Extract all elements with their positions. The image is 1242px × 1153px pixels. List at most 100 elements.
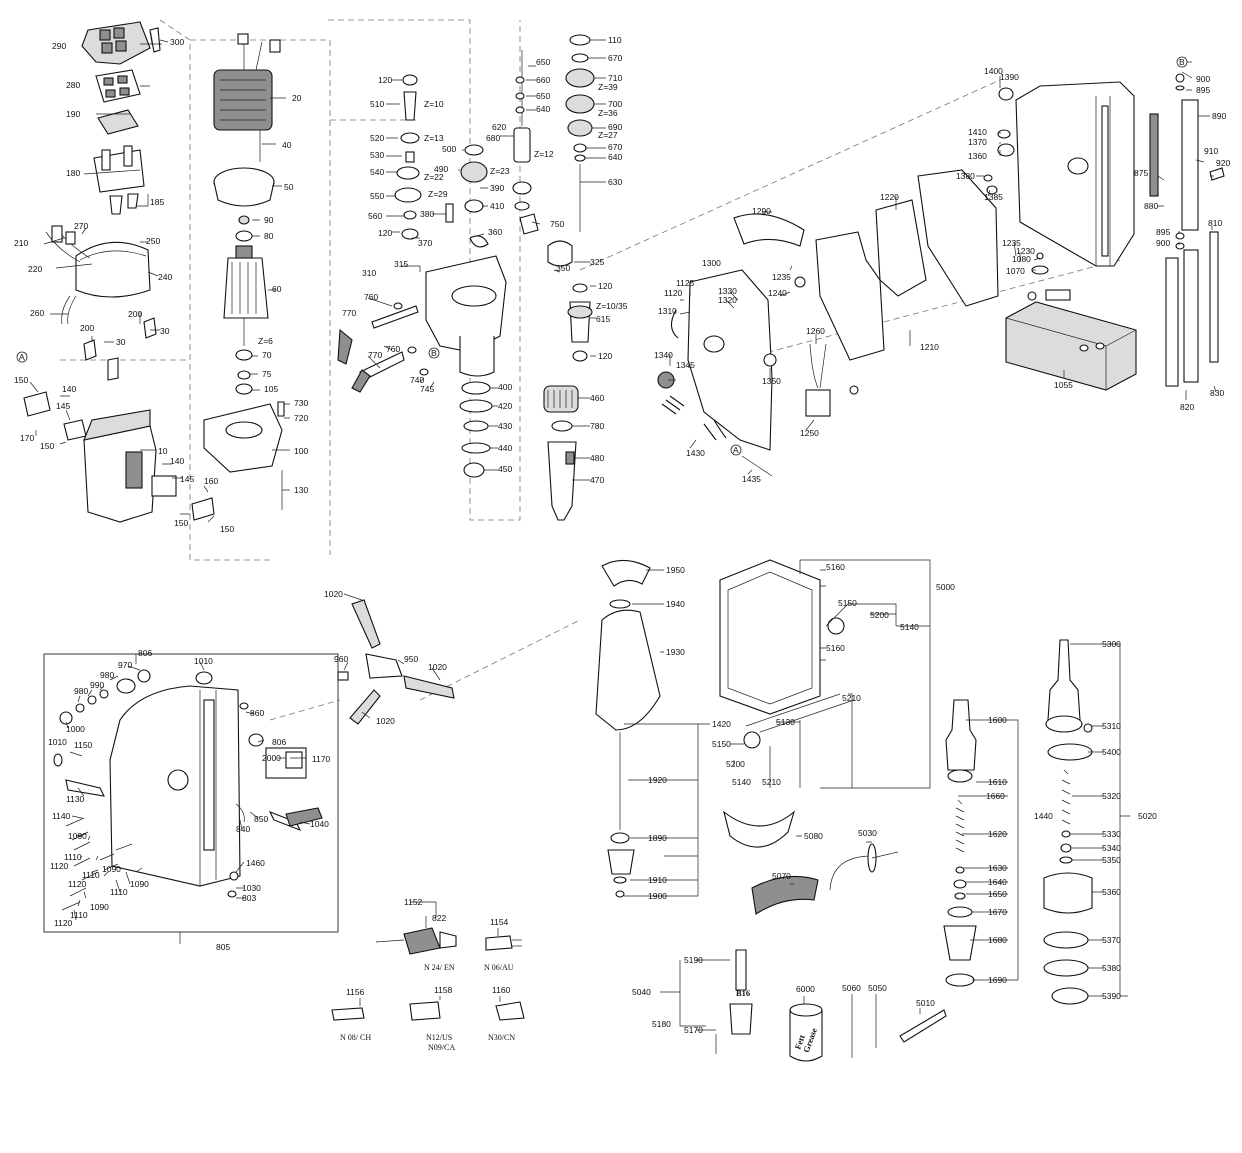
callout-5010: 5010	[916, 998, 935, 1008]
callout-5140a: 5140	[900, 622, 919, 632]
plug-variant-labels: N 24/ EN N 06/AU N 08/ CH N12/US N09/CA …	[340, 963, 515, 1052]
callout-150c: 150	[174, 518, 188, 528]
callout-140b: 140	[170, 456, 184, 466]
callout-1340: 1340	[654, 350, 673, 360]
column-rack-section	[657, 73, 1225, 477]
callout-760b: 760	[386, 344, 400, 354]
tooth-count-60: Z=6	[258, 336, 273, 346]
callout-145a: 145	[56, 401, 70, 411]
coolant-tank-part	[595, 609, 661, 731]
motor-housing-section	[23, 21, 285, 523]
callout-1020a: 1020	[324, 589, 343, 599]
callout-5160a: 5160	[826, 562, 845, 572]
callout-960: 960	[334, 654, 348, 664]
callout-1120: 1120	[664, 288, 683, 298]
callout-120b: 120	[378, 228, 392, 238]
callout-1130: 1130	[66, 794, 85, 804]
callout-680: 680	[486, 133, 500, 143]
callout-1310: 1310	[658, 306, 677, 316]
callout-1640: 1640	[988, 877, 1007, 887]
callout-1120d: 1120	[54, 918, 73, 928]
callout-550: 550	[370, 191, 384, 201]
callout-1152: 1152	[404, 897, 423, 907]
callout-1150: 1150	[74, 740, 93, 750]
callout-1140: 1140	[52, 811, 71, 821]
callout-520: 520	[370, 133, 384, 143]
callout-700: 700	[608, 99, 622, 109]
callout-numbers: 290 300 280 190 180 185 210 270 250 220 …	[14, 35, 1230, 1035]
callout-1160: 1160	[492, 985, 511, 995]
callout-290: 290	[52, 41, 66, 51]
callout-50: 50	[284, 182, 294, 192]
callout-1320: 1320	[718, 295, 737, 305]
callout-150b: 150	[40, 441, 54, 451]
callout-1080: 1080	[1012, 254, 1031, 264]
callout-120a: 120	[378, 75, 392, 85]
callout-60: 60	[272, 284, 282, 294]
callout-910: 910	[1204, 146, 1218, 156]
callout-170: 170	[20, 433, 34, 443]
callout-390: 390	[490, 183, 504, 193]
callout-1650: 1650	[988, 889, 1007, 899]
tooth-count-510: Z=10	[424, 99, 444, 109]
callout-5360: 5360	[1102, 887, 1121, 897]
callout-130: 130	[294, 485, 308, 495]
callout-5180: 5180	[652, 1019, 671, 1029]
callout-5150b: 5150	[712, 739, 731, 749]
callout-325: 325	[590, 257, 604, 267]
grease-tin-label-fett: Fett	[792, 1033, 806, 1050]
callout-40: 40	[282, 140, 292, 150]
callout-806a: 806	[138, 648, 152, 658]
intermediate-gear-part	[460, 161, 488, 183]
leader-lines	[29, 31, 1217, 1031]
callout-5200a: 5200	[870, 610, 889, 620]
callout-315: 315	[394, 259, 408, 269]
callout-120c: 120	[598, 281, 612, 291]
callout-1055: 1055	[1054, 380, 1073, 390]
power-plug-part	[403, 927, 441, 955]
callout-160: 160	[204, 476, 218, 486]
callout-430: 430	[498, 421, 512, 431]
callout-920: 920	[1216, 158, 1230, 168]
reference-markers: A A B B	[16, 56, 1188, 456]
callout-1170: 1170	[312, 754, 331, 764]
callout-806b: 806	[272, 737, 286, 747]
callout-75: 75	[262, 369, 272, 379]
tooth-count-615: Z=10/35	[596, 301, 628, 311]
callout-875: 875	[1134, 168, 1148, 178]
callout-5310: 5310	[1102, 721, 1121, 731]
callout-1370: 1370	[968, 137, 987, 147]
callout-1345: 1345	[676, 360, 695, 370]
arbor-1600-part	[945, 699, 977, 771]
callout-190: 190	[66, 109, 80, 119]
tooth-count-550: Z=29	[428, 189, 448, 199]
callout-105: 105	[264, 384, 278, 394]
callout-760a: 760	[364, 292, 378, 302]
callout-200a: 200	[80, 323, 94, 333]
callout-2000: 2000	[262, 753, 281, 763]
callout-530: 530	[370, 150, 384, 160]
callout-890: 890	[1212, 111, 1226, 121]
callout-240: 240	[158, 272, 172, 282]
callout-30b: 30	[116, 337, 126, 347]
reference-marker-a: A	[733, 445, 739, 455]
callout-1680: 1680	[988, 935, 1007, 945]
callout-5210b: 5210	[762, 777, 781, 787]
guide-rail-part	[1181, 99, 1199, 231]
callout-350: 350	[556, 263, 570, 273]
side-plate-part	[687, 269, 773, 451]
callout-310: 310	[362, 268, 376, 278]
callout-1435: 1435	[742, 474, 761, 484]
callout-380: 380	[420, 209, 434, 219]
callout-803: 803	[242, 893, 256, 903]
callout-5320: 5320	[1102, 791, 1121, 801]
callout-90: 90	[264, 215, 274, 225]
callout-670b: 670	[608, 142, 622, 152]
callout-1420: 1420	[712, 719, 731, 729]
callout-1440: 1440	[1034, 811, 1053, 821]
spindle-collar-part	[543, 385, 579, 413]
callout-110: 110	[608, 35, 622, 45]
callout-440: 440	[498, 443, 512, 453]
callout-1070: 1070	[1006, 266, 1025, 276]
callout-1910: 1910	[648, 875, 667, 885]
